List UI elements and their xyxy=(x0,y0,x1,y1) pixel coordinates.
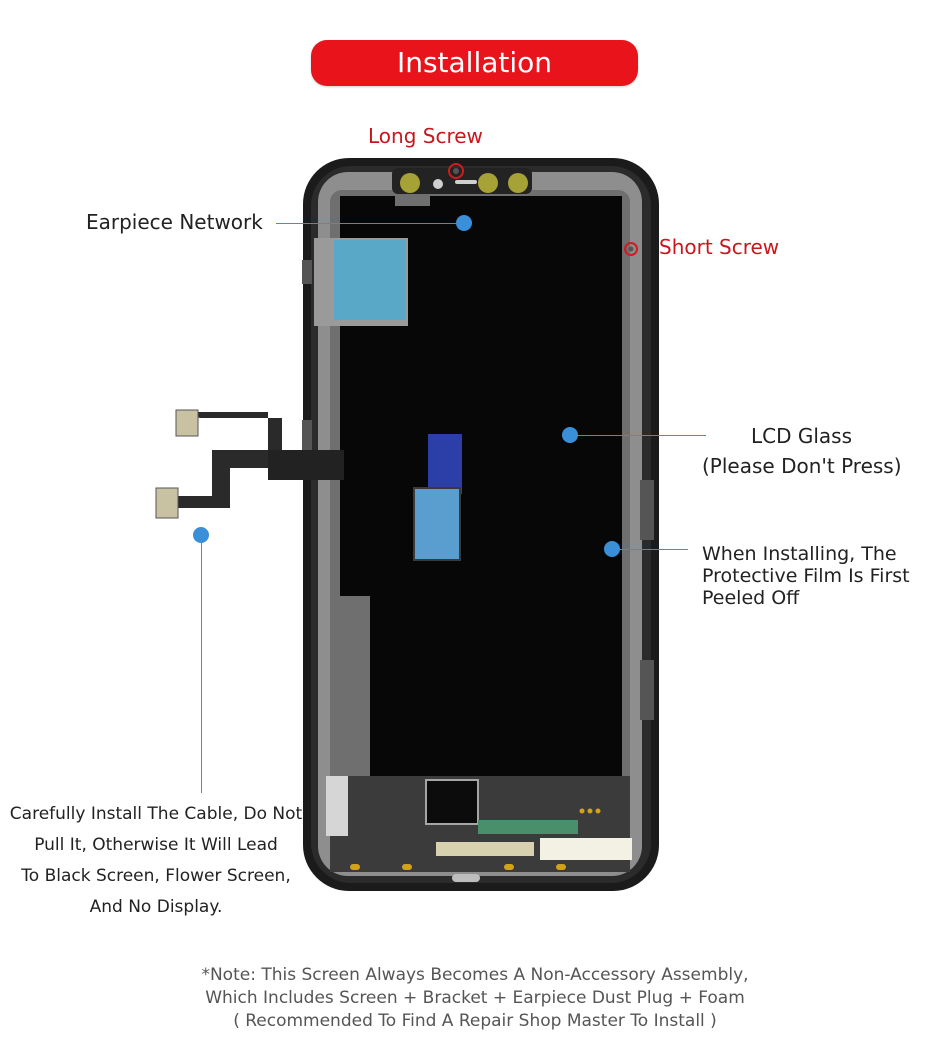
cable-label: Carefully Install The Cable, Do Not Pull… xyxy=(8,799,304,923)
footnote-line1: *Note: This Screen Always Becomes A Non-… xyxy=(201,965,749,985)
lcd-callout-line xyxy=(570,435,706,436)
film-callout-dot xyxy=(604,541,620,557)
center-flex-blue xyxy=(428,434,462,494)
short-screw-label: Short Screw xyxy=(659,235,780,259)
short-screw-marker xyxy=(624,242,638,256)
cable-label-line1: Carefully Install The Cable, Do Not xyxy=(9,804,303,824)
center-connector-foil xyxy=(413,487,461,561)
film-callout-line xyxy=(612,549,688,550)
page-title: Installation Precautions xyxy=(311,40,638,125)
lcd-glass-area xyxy=(340,196,622,776)
flex-connector-bottom xyxy=(155,487,179,519)
earpiece-callout-line xyxy=(276,223,462,224)
footnote-line2: Which Includes Screen + Bracket + Earpie… xyxy=(205,988,745,1008)
footnote: *Note: This Screen Always Becomes A Non-… xyxy=(0,964,950,1033)
lcd-label-line1: LCD Glass xyxy=(751,424,853,448)
cable-label-line3: To Black Screen, Flower Screen, xyxy=(21,866,291,886)
cable-label-line4: And No Display. xyxy=(89,897,223,917)
film-label-line1: When Installing, The xyxy=(702,543,897,565)
ic-chip xyxy=(425,779,479,825)
flex-cable xyxy=(160,412,340,508)
lcd-callout-dot xyxy=(562,427,578,443)
long-screw-marker xyxy=(448,163,464,179)
footnote-line3: ( Recommended To Find A Repair Shop Mast… xyxy=(233,1011,717,1031)
flex-connector-top xyxy=(175,409,199,437)
earpiece-callout-dot xyxy=(456,215,472,231)
film-label-line2: Protective Film Is First xyxy=(702,565,910,587)
lcd-label-line2: (Please Don't Press) xyxy=(702,454,902,478)
bottom-right-sticker xyxy=(540,838,632,860)
earpiece-label: Earpiece Network xyxy=(86,210,263,234)
cable-callout-line xyxy=(201,535,202,793)
long-screw-label: Long Screw xyxy=(368,124,483,148)
bottom-left-tab xyxy=(326,776,348,836)
film-label: When Installing, The Protective Film Is … xyxy=(702,543,910,609)
cable-label-line2: Pull It, Otherwise It Will Lead xyxy=(34,835,278,855)
film-label-line3: Peeled Off xyxy=(702,587,800,609)
